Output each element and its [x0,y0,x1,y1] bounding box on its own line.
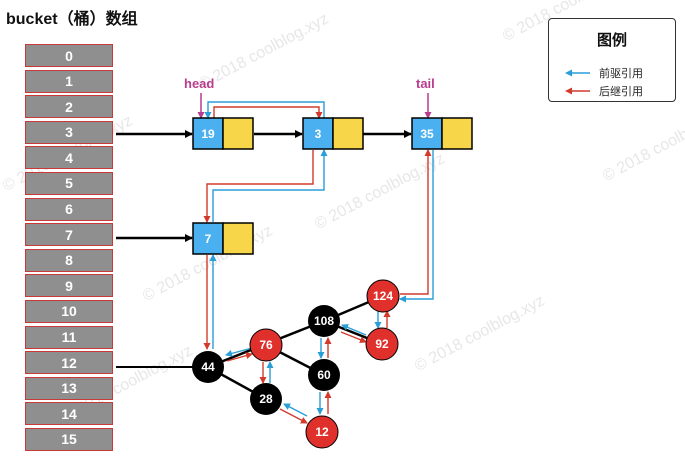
before-pointer [212,149,328,222]
bucket-cell: 15 [25,427,113,451]
node-key: 108 [314,314,334,328]
node-key: 44 [201,360,215,374]
bucket-cell: 0 [25,44,113,67]
before-pointer [225,347,253,357]
node-key: 124 [373,289,393,303]
next-arrow-icon [565,87,590,95]
after-pointer [213,106,323,119]
after-pointer [400,149,432,295]
tree-node-red: 124 [366,279,400,313]
bucket-cell: 14 [25,402,113,426]
node-key: 12 [315,425,329,439]
node-key: 35 [420,127,434,141]
after-pointer [203,150,314,223]
list-node: 19 [192,117,254,150]
bucket-cell: 9 [25,274,113,298]
bucket-array: 0 1 2 3 4 5 6 7 8 9 10 11 12 13 14 15 [25,44,115,454]
list-node: 7 [192,222,254,255]
tree-node-black: 44 [192,351,224,383]
node-key: 3 [315,127,322,141]
legend-box: 图例 前驱引用 后继引用 [548,18,676,102]
bucket-cell: 7 [25,223,113,247]
before-pointer [204,101,325,119]
bucket-cell: 4 [25,146,113,170]
tail-label: tail [416,76,435,91]
bucket-cell: 11 [25,325,113,349]
legend-title: 图例 [596,32,627,49]
bucket-cell: 2 [25,95,113,119]
tree-node-black: 60 [308,359,340,391]
node-key: 76 [259,338,273,352]
after-pointer [340,331,367,344]
legend-prev-label: 前驱引用 [599,68,643,80]
tree-node-red: 76 [249,328,283,362]
bucket-cell: 5 [25,171,113,195]
list-node: 3 [302,117,364,150]
legend-next-label: 后继引用 [599,86,643,98]
legend-prev-row: 前驱引用 [565,65,643,81]
before-pointer [341,324,367,336]
after-pointer [279,408,308,424]
bucket-cell: 8 [25,248,113,272]
tree-node-black: 28 [250,383,282,415]
page-title: bucket（桶）数组 [6,11,138,28]
head-label: head [184,76,214,91]
list-node: 35 [411,117,473,150]
legend-next-row: 后继引用 [565,83,643,99]
bucket-cell: 13 [25,376,113,400]
bucket-cell: 12 [25,351,113,375]
node-key: 28 [259,392,273,406]
tree-node-red: 12 [305,415,339,449]
bucket-cell: 6 [25,197,113,221]
node-key: 92 [375,337,389,351]
before-pointer [283,403,308,417]
after-pointer [226,352,253,362]
node-key: 19 [201,127,215,141]
bucket-cell: 10 [25,299,113,323]
tree-node-black: 108 [308,305,340,337]
tree-node-red: 92 [365,327,399,361]
bucket-cell: 1 [25,69,113,93]
before-pointer [399,150,434,303]
bucket-cell: 3 [25,120,113,144]
node-key: 60 [317,368,331,382]
prev-arrow-icon [565,69,590,77]
node-key: 7 [205,232,212,246]
